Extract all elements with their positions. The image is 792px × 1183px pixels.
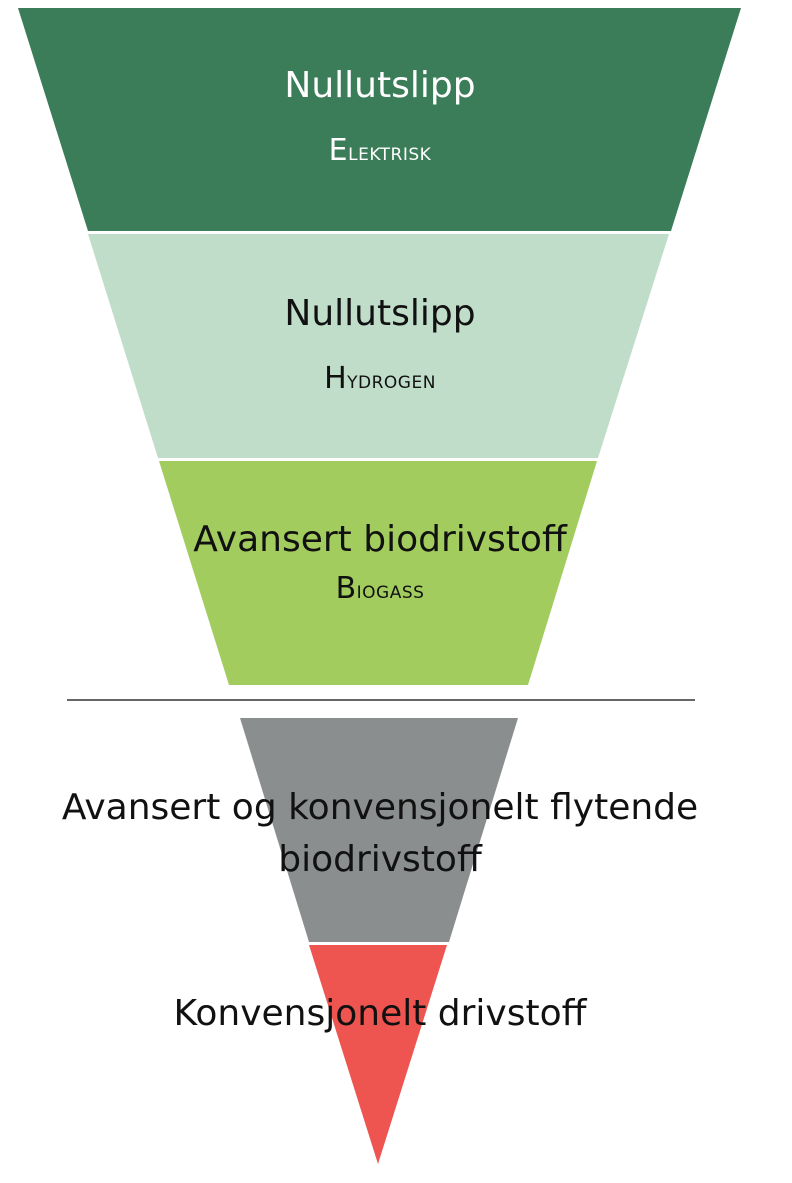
- tier-2-title: Nullutslipp: [284, 293, 476, 334]
- tier-1-subtitle: Elektrisk: [328, 133, 432, 168]
- tier-4-title: Avansert og konvensjonelt flytende biodr…: [61, 787, 699, 880]
- tier-3-shape: [159, 461, 597, 685]
- tier-2-shape: [88, 234, 669, 458]
- tier-2-subtitle: Hydrogen: [324, 361, 436, 396]
- tier-5-title: Konvensjonelt drivstoff: [173, 993, 587, 1034]
- tier-1-shape: [18, 8, 741, 231]
- tier-5-shape: [309, 945, 447, 1164]
- tier-1-title: Nullutslipp: [284, 65, 476, 106]
- tier-4-shape: [240, 718, 518, 942]
- tier-3-subtitle: Biogass: [335, 571, 425, 606]
- tier-3-title: Avansert biodrivstoff: [193, 519, 567, 560]
